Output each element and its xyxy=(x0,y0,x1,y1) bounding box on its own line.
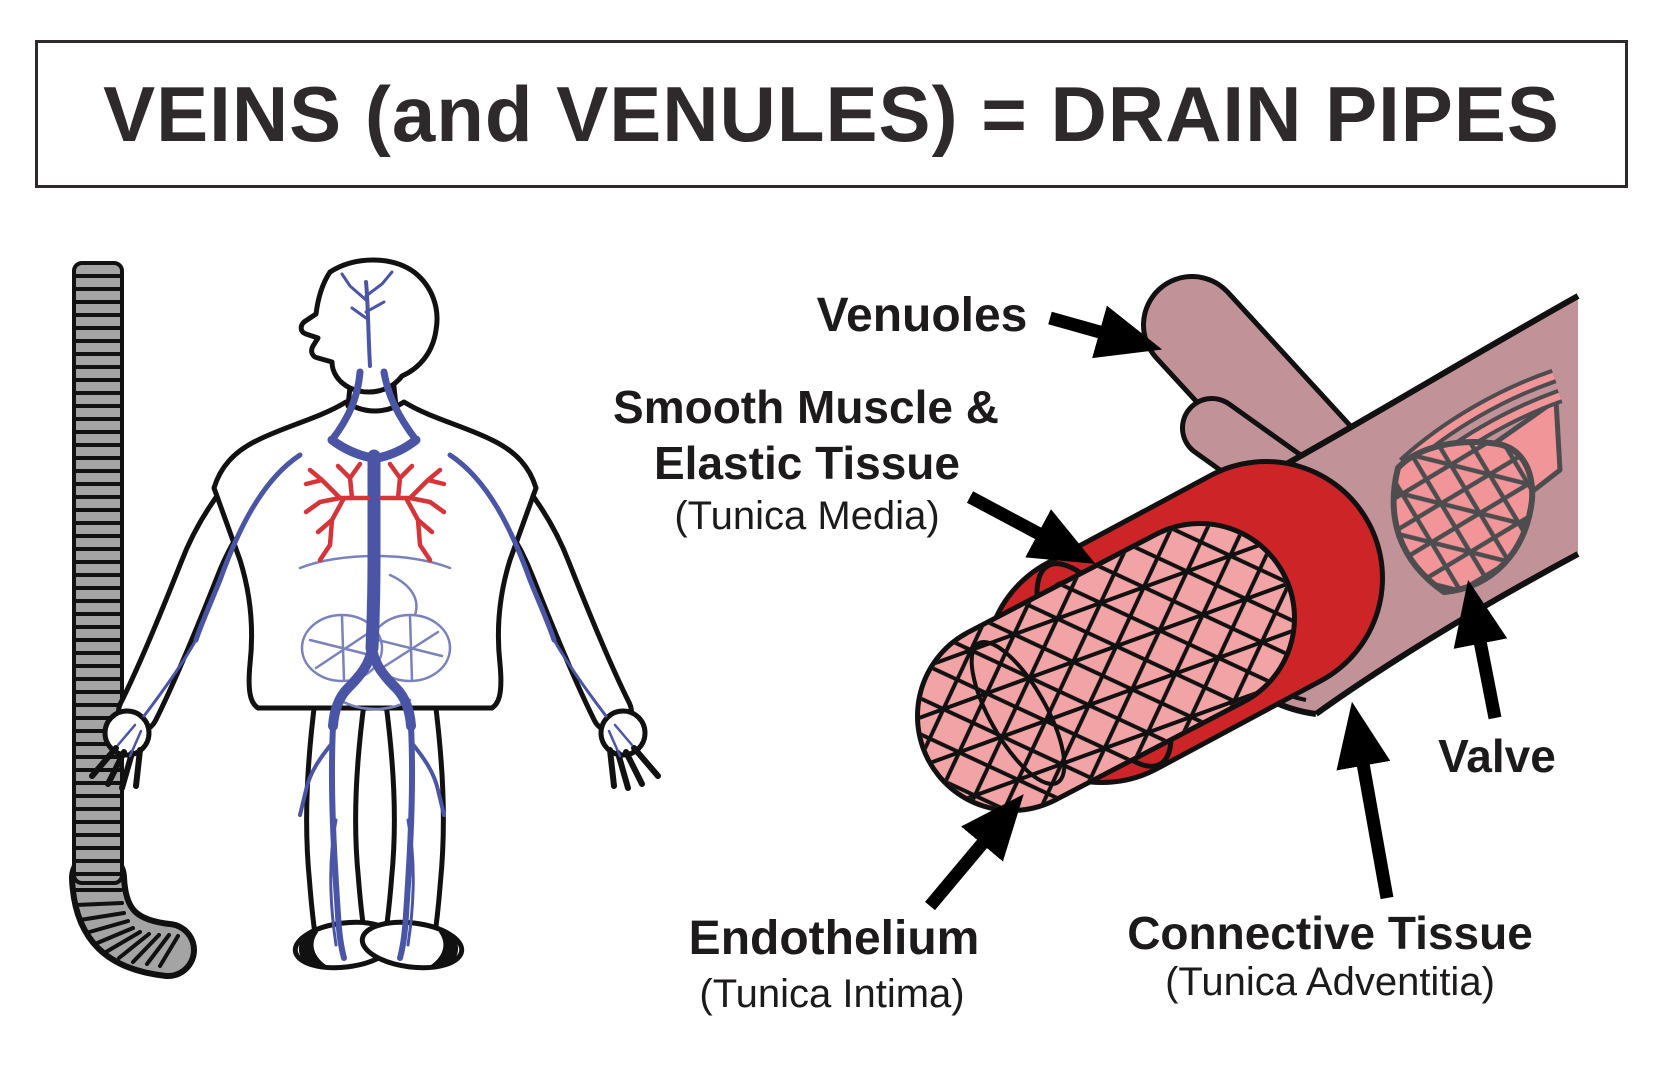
valve-structure xyxy=(1390,368,1563,595)
endothelium-arrow xyxy=(925,794,1024,911)
tunica-intima-layer xyxy=(915,521,1297,813)
connective-tissue-arrow xyxy=(1336,701,1394,900)
tunica-adventitia-sublabel: (Tunica Adventitia) xyxy=(1165,960,1495,1004)
vein-cutaway-illustration xyxy=(915,274,1580,813)
smooth-muscle-label-line1: Smooth Muscle & xyxy=(613,381,999,433)
annotation-arrows xyxy=(925,305,1508,911)
capillary-network xyxy=(303,461,447,563)
connective-tissue-label: Connective Tissue xyxy=(1127,907,1533,959)
title-banner: VEINS (and VENULES) = DRAIN PIPES xyxy=(35,40,1628,188)
human-body-illustration xyxy=(89,257,661,971)
page-title: VEINS (and VENULES) = DRAIN PIPES xyxy=(103,69,1560,158)
endothelium-label: Endothelium xyxy=(688,912,980,965)
pipe-ribs xyxy=(73,274,180,968)
valve-arrow xyxy=(1453,579,1508,720)
venuoles-label: Venuoles xyxy=(816,289,1028,342)
smooth-muscle-arrow xyxy=(966,491,1096,564)
tunica-intima-sublabel: (Tunica Intima) xyxy=(699,972,965,1016)
vein-network xyxy=(116,270,634,961)
valve-label: Valve xyxy=(1438,730,1556,782)
smooth-muscle-label-line2: Elastic Tissue xyxy=(654,437,960,489)
venuoles-arrow xyxy=(1048,305,1163,359)
tunica-media-sublabel: (Tunica Media) xyxy=(674,494,940,538)
